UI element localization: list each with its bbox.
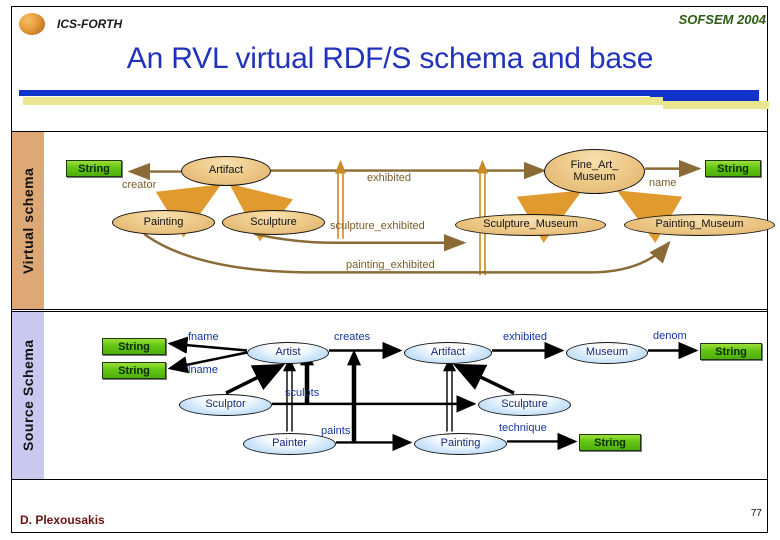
edge-label: painting_exhibited (346, 259, 435, 271)
class-node[interactable]: Fine_Art_ Museum (544, 149, 645, 194)
node-label: Sculpture (501, 398, 548, 411)
node-label: Painting (143, 215, 184, 228)
literal-node[interactable]: String (700, 343, 762, 360)
node-label: String (594, 436, 626, 449)
node-label: Painting_Museum (655, 218, 744, 231)
virtual-schema-band-label: Virtual schema (12, 132, 44, 309)
forth-logo-icon (19, 13, 45, 35)
divider-yellow-right (663, 101, 769, 109)
node-label: String (118, 364, 150, 377)
class-node[interactable]: Painter (243, 433, 336, 455)
edge-label: creator (122, 179, 157, 191)
class-node[interactable]: Painting_Museum (624, 214, 775, 236)
node-label: Artifact (430, 346, 466, 359)
class-node[interactable]: Artifact (404, 342, 492, 364)
edge-label: sculpture_exhibited (330, 220, 425, 232)
literal-node[interactable]: String (102, 338, 166, 355)
node-label: Museum (585, 346, 629, 359)
virtual-schema-edges (127, 159, 702, 276)
class-node[interactable]: Painting (414, 433, 507, 455)
divider-blue (19, 90, 759, 96)
edge-label: fname (188, 331, 219, 343)
divider-yellow (23, 97, 663, 105)
edge-label: name (649, 177, 677, 189)
node-label: Sculpture_Museum (483, 218, 578, 231)
node-label: Painting (440, 437, 481, 450)
class-node[interactable]: Sculpture (222, 210, 325, 235)
conference-label: SOFSEM 2004 (678, 12, 766, 27)
source-schema-panel: Source Schema (12, 311, 768, 480)
node-label: Fine_Art_ Museum (570, 158, 619, 183)
page-number: 77 (750, 508, 762, 519)
divider-blue-right (650, 96, 759, 101)
source-schema-band-label: Source Schema (12, 312, 44, 479)
node-label: String (118, 340, 150, 353)
edge-label: exhibited (503, 331, 548, 343)
edge-label: exhibited (367, 172, 412, 184)
class-node[interactable]: Sculptor (179, 394, 272, 416)
edge-label: lname (188, 364, 218, 376)
virtual-schema-panel: Virtual schema (12, 131, 775, 310)
source-schema-edges (167, 336, 699, 452)
organization-label: ICS-FORTH (57, 17, 123, 31)
node-label: Artist (275, 346, 301, 359)
node-label: Artifact (208, 164, 244, 177)
edge-label: creates (334, 331, 371, 343)
class-node[interactable]: Painting (112, 210, 215, 235)
node-label: String (78, 162, 110, 175)
literal-node[interactable]: String (66, 160, 122, 177)
edge-label: paints (321, 425, 351, 437)
node-label: Sculpture (250, 215, 297, 228)
node-label: String (717, 162, 749, 175)
literal-node[interactable]: String (579, 434, 641, 451)
literal-node[interactable]: String (705, 160, 761, 177)
author-label: D. Plexousakis (20, 513, 105, 527)
node-label: String (715, 345, 747, 358)
node-label: Sculptor (205, 398, 246, 411)
class-node[interactable]: Sculpture_Museum (455, 214, 606, 236)
class-node[interactable]: Museum (566, 342, 648, 364)
edge-label: denom (653, 330, 687, 342)
edge-label: sculpts (285, 387, 320, 399)
page-title: An RVL virtual RDF/S schema and base (126, 42, 654, 75)
node-label: Painter (272, 437, 307, 450)
class-node[interactable]: Artifact (181, 156, 271, 186)
class-node[interactable]: Artist (247, 342, 329, 364)
edge-label: technique (499, 422, 547, 434)
class-node[interactable]: Sculpture (478, 394, 571, 416)
slide-frame (11, 6, 768, 533)
literal-node[interactable]: String (102, 362, 166, 379)
